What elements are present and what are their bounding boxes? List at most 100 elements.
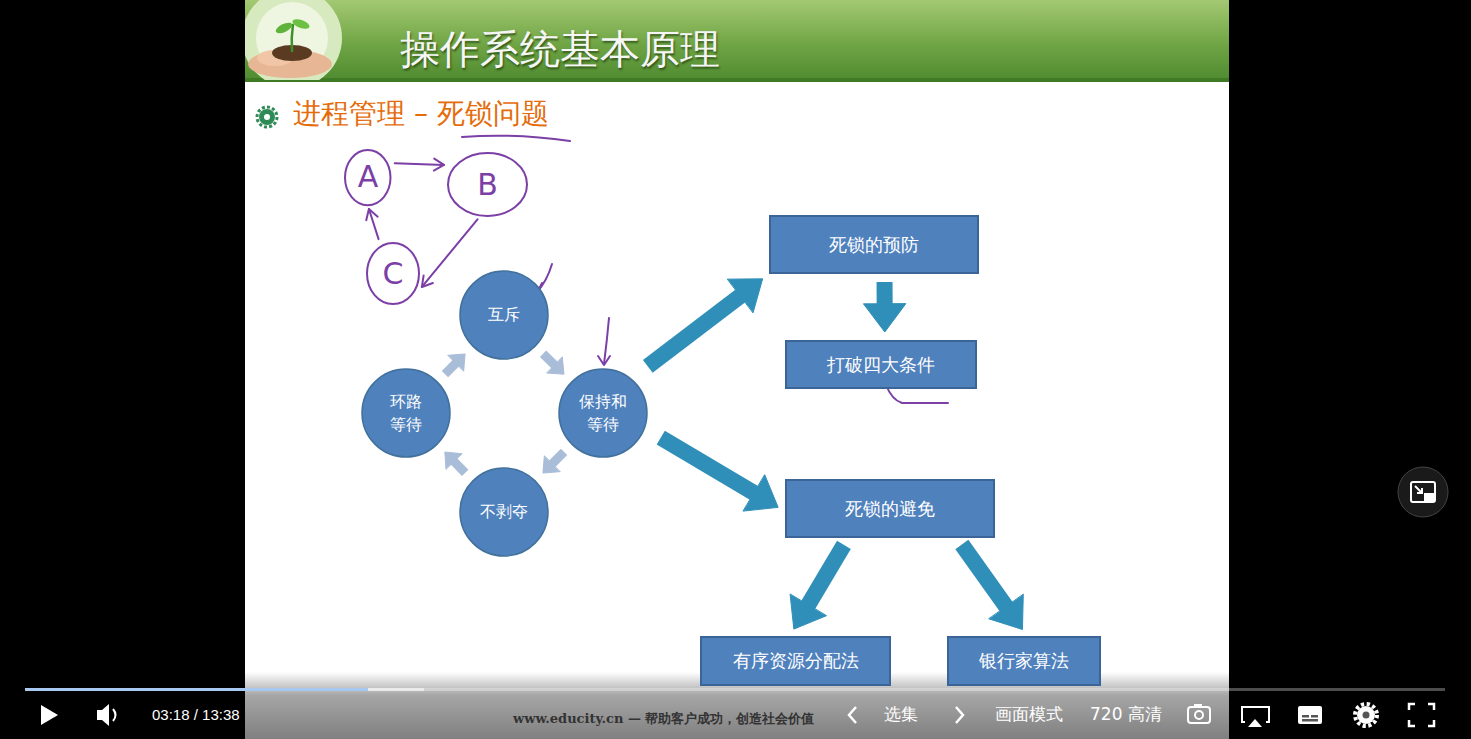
node-text: 不剥夺 xyxy=(480,500,528,523)
connector xyxy=(366,209,378,239)
player-control-bar xyxy=(1357,706,1375,724)
node-text: 互斥 xyxy=(488,303,520,326)
connector xyxy=(790,545,844,629)
connector-line xyxy=(962,545,1009,611)
arrowhead xyxy=(422,275,433,287)
player-control-bar xyxy=(97,704,109,726)
circle-outline xyxy=(558,368,648,458)
bullet-icon xyxy=(257,107,277,127)
plant-photo xyxy=(292,24,293,52)
arrowhead xyxy=(543,456,560,473)
connector-line xyxy=(551,452,564,465)
connector xyxy=(543,452,564,473)
node-text: 环路 等待 xyxy=(379,390,433,436)
player-control-bar xyxy=(1355,704,1377,726)
player-control-bar xyxy=(25,688,368,691)
connector xyxy=(395,159,444,171)
circle-outline xyxy=(559,369,647,457)
player-control-bar xyxy=(41,705,58,725)
quality-button: 720 高清 xyxy=(1090,704,1162,724)
time-display: 03:18 / 13:38 xyxy=(152,706,240,724)
episode-button: 选集 xyxy=(884,704,918,724)
player-control-bar xyxy=(1302,715,1309,718)
handwritten-annotation xyxy=(598,356,610,365)
player-control-bar xyxy=(1195,711,1203,719)
pip-button xyxy=(1411,482,1435,502)
connector xyxy=(422,219,478,287)
pip-button xyxy=(1424,493,1434,501)
node-text: 银行家算法 xyxy=(979,650,1069,672)
connector-line xyxy=(422,219,478,287)
node-text: A xyxy=(358,159,379,195)
connector xyxy=(864,282,906,332)
plant-photo xyxy=(245,0,342,80)
connector-line xyxy=(453,460,466,473)
handwritten-node: C xyxy=(366,242,420,305)
slide-header xyxy=(245,0,1229,82)
condition-circle: 保持和 等待 xyxy=(558,368,648,458)
connector-line xyxy=(806,545,844,609)
bullet-icon xyxy=(264,114,270,120)
player-control-bar xyxy=(1188,707,1210,723)
section-heading: 进程管理 – 死锁问题 xyxy=(293,97,549,131)
handwritten-node: A xyxy=(344,149,391,206)
connector-line xyxy=(648,293,744,366)
condition-circle: 互斥 xyxy=(459,270,549,360)
circle-outline xyxy=(460,468,548,556)
pip-button xyxy=(1415,486,1422,493)
pip-button xyxy=(1398,467,1448,517)
slide-header xyxy=(245,0,1229,82)
node-text: 有序资源分配法 xyxy=(733,650,859,672)
player-control-bar xyxy=(849,707,856,723)
connector-line xyxy=(395,163,444,165)
arrowhead xyxy=(445,452,462,469)
process-box: 死锁的避免 xyxy=(785,479,995,538)
player-control-bar xyxy=(1363,712,1370,719)
slide-background xyxy=(245,0,1229,739)
node-text: 死锁的预防 xyxy=(829,234,919,256)
hand-drawn-outline xyxy=(367,243,419,304)
connector xyxy=(445,354,465,374)
process-box: 打破四大条件 xyxy=(785,340,977,389)
condition-circle: 不剥夺 xyxy=(459,467,549,557)
arrowhead xyxy=(790,594,826,629)
circle-outline xyxy=(361,368,451,458)
player-control-bar xyxy=(1311,715,1318,718)
display-mode-button: 画面模式 xyxy=(995,704,1063,724)
arrowhead xyxy=(743,475,778,511)
node-text: 保持和 等待 xyxy=(576,390,630,436)
process-box: 银行家算法 xyxy=(947,636,1101,686)
process-box: 有序资源分配法 xyxy=(700,636,891,686)
arrowhead xyxy=(434,159,444,171)
player-control-bar xyxy=(956,707,963,723)
plant-photo xyxy=(274,21,294,36)
hand-drawn-outline xyxy=(345,150,390,205)
player-control-bar xyxy=(1298,706,1322,724)
connector-line xyxy=(445,362,457,374)
connector-line xyxy=(543,354,556,367)
slide-title: 操作系统基本原理 xyxy=(400,26,720,72)
bullet-icon xyxy=(257,107,277,127)
arrowhead xyxy=(728,279,763,313)
connector xyxy=(445,452,465,473)
slide-header xyxy=(245,78,1229,82)
node-text: 打破四大条件 xyxy=(827,354,935,376)
player-control-bar xyxy=(1302,719,1318,722)
player-control-bar xyxy=(1248,719,1262,727)
footer-watermark: www.educity.cn — 帮助客户成功，创造社会价值 xyxy=(513,711,814,727)
bullet-icon xyxy=(259,109,275,125)
arrowhead xyxy=(366,209,377,220)
arrowhead xyxy=(547,357,564,374)
node-text: C xyxy=(383,256,404,292)
connector xyxy=(543,354,564,374)
plant-photo xyxy=(245,0,342,80)
hand-drawn-outline xyxy=(448,153,527,216)
circle-outline xyxy=(362,369,450,457)
handwritten-annotation xyxy=(462,136,570,141)
player-control-bar xyxy=(1409,704,1434,726)
handwritten-node: B xyxy=(447,152,528,217)
player-control-bar xyxy=(1194,704,1202,707)
